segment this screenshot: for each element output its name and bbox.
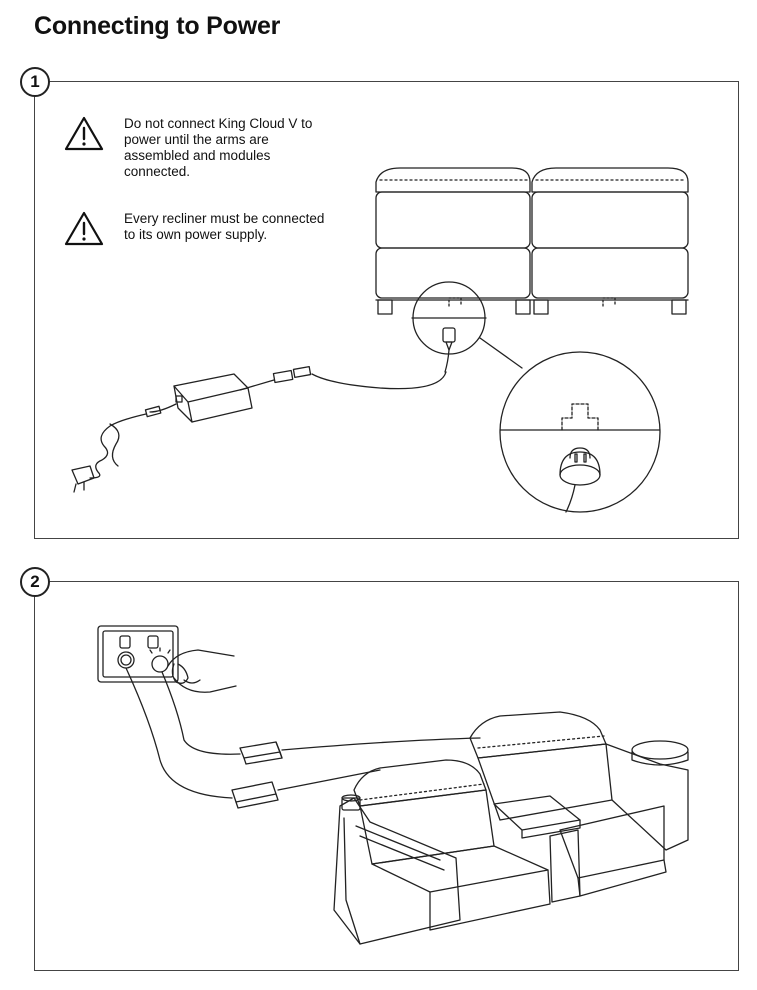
plug-zoom-small — [411, 281, 523, 373]
plug-zoom-large — [499, 351, 661, 513]
step-1-badge: 1 — [20, 67, 50, 97]
warning-triangle-icon — [64, 211, 104, 246]
power-adapter — [173, 373, 253, 423]
power-adapter-lower — [231, 781, 279, 809]
warning-2: Every recliner must be connected to its … — [64, 211, 354, 247]
step-1-panel — [34, 81, 739, 539]
hand — [167, 649, 237, 693]
warning-1-text: Do not connect King Cloud V to power unt… — [124, 116, 313, 179]
wall-socket — [97, 625, 179, 683]
page-title: Connecting to Power — [34, 12, 281, 40]
warning-2-text: Every recliner must be connected to its … — [124, 211, 325, 242]
power-adapter-upper — [239, 741, 283, 765]
step-2-panel — [34, 581, 739, 971]
sofa-front-view — [375, 167, 689, 315]
warning-triangle-icon — [64, 116, 104, 151]
warning-1: Do not connect King Cloud V to power unt… — [64, 116, 354, 180]
sofa-perspective — [333, 711, 689, 945]
step-2-badge: 2 — [20, 567, 50, 597]
step-1-illustration — [71, 167, 689, 513]
